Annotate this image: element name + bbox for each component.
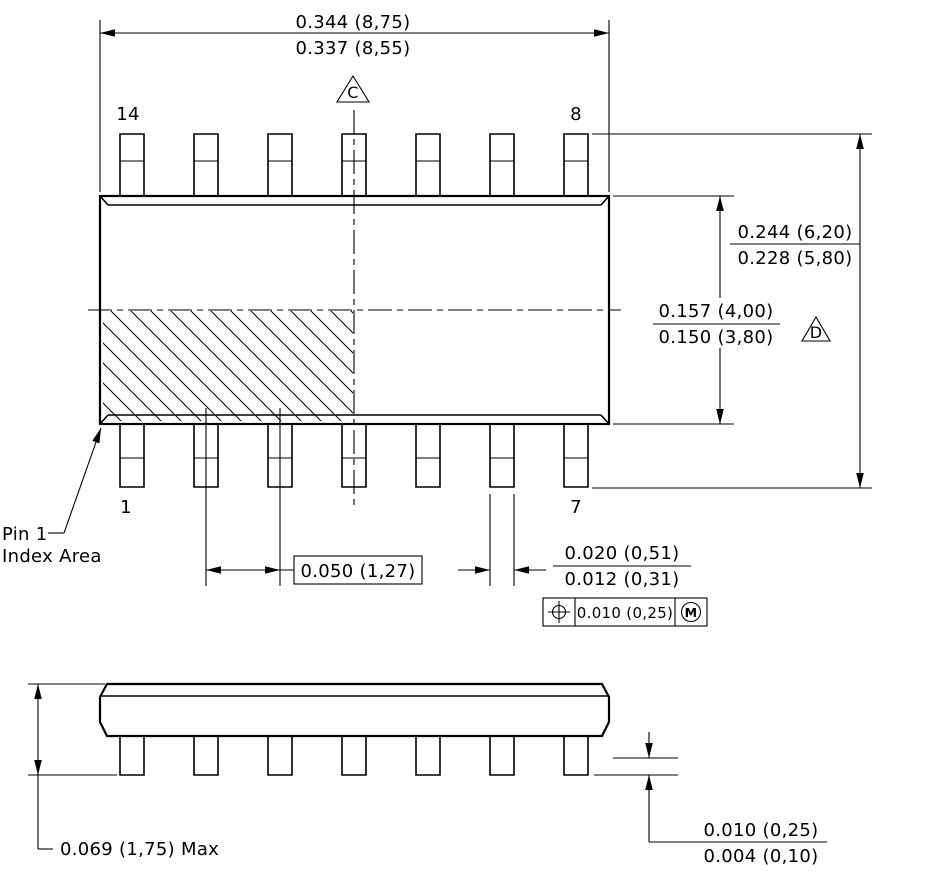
position-symbol-icon bbox=[548, 601, 570, 623]
dim-max-height: 0.069 (1,75) Max bbox=[60, 839, 219, 860]
tolerance-value: 0.010 (0,25) bbox=[577, 604, 673, 622]
dim-top-width-upper: 0.344 (8,75) bbox=[296, 12, 411, 33]
lead-pitch-dimension: 0.050 (1,27) bbox=[205, 408, 423, 586]
dim-span-upper: 0.244 (6,20) bbox=[738, 222, 853, 243]
pitch-dim-box bbox=[293, 555, 423, 585]
lead-width-dimension: 0.020 (0,51) 0.012 (0,31) bbox=[458, 494, 691, 590]
top-width-dimension: 0.344 (8,75) 0.337 (8,55) bbox=[99, 12, 610, 192]
dim-lead-width-lower: 0.012 (0,31) bbox=[565, 569, 680, 590]
top-leads bbox=[119, 133, 589, 196]
pin1-index-callout: Pin 1 Index Area bbox=[2, 427, 102, 567]
dim-standoff-lower: 0.004 (0,10) bbox=[704, 846, 819, 867]
dim-body-lower: 0.150 (3,80) bbox=[659, 327, 774, 348]
dim-top-width-lower: 0.337 (8,55) bbox=[296, 38, 411, 59]
dim-span-lower: 0.228 (5,80) bbox=[738, 248, 853, 269]
pin-label-14: 14 bbox=[116, 104, 140, 125]
bottom-leads bbox=[119, 424, 589, 488]
dim-lead-width-upper: 0.020 (0,51) bbox=[565, 543, 680, 564]
side-view-leads bbox=[119, 736, 589, 776]
position-tolerance-frame: 0.010 (0,25) M bbox=[542, 597, 708, 627]
dim-pitch: 0.050 (1,27) bbox=[301, 561, 416, 582]
mmc-letter: M bbox=[685, 605, 698, 620]
lead-span-dimension: 0.244 (6,20) 0.228 (5,80) bbox=[592, 133, 872, 489]
datum-d-triangle bbox=[801, 315, 831, 342]
mmc-modifier-icon: M bbox=[680, 601, 702, 623]
datum-c-symbol: C bbox=[336, 74, 370, 103]
datum-c-triangle bbox=[336, 74, 370, 103]
datum-c-letter: C bbox=[347, 83, 358, 102]
body-width-dimension: 0.157 (4,00) 0.150 (3,80) D bbox=[613, 195, 831, 425]
pin-label-1: 1 bbox=[120, 497, 132, 518]
pin1-label-line2: Index Area bbox=[2, 546, 102, 567]
side-view-body bbox=[98, 682, 611, 738]
dim-body-upper: 0.157 (4,00) bbox=[659, 301, 774, 322]
pin-label-8: 8 bbox=[570, 104, 582, 125]
dim-standoff-upper: 0.010 (0,25) bbox=[704, 820, 819, 841]
pin1-label-line1: Pin 1 bbox=[2, 524, 48, 545]
pin1-index-hatch-area bbox=[103, 311, 353, 421]
datum-d-letter: D bbox=[810, 323, 823, 342]
standoff-dimension: 0.010 (0,25) 0.004 (0,10) bbox=[594, 732, 827, 867]
pin-label-7: 7 bbox=[570, 497, 582, 518]
max-height-dimension: 0.069 (1,75) Max bbox=[28, 683, 219, 860]
